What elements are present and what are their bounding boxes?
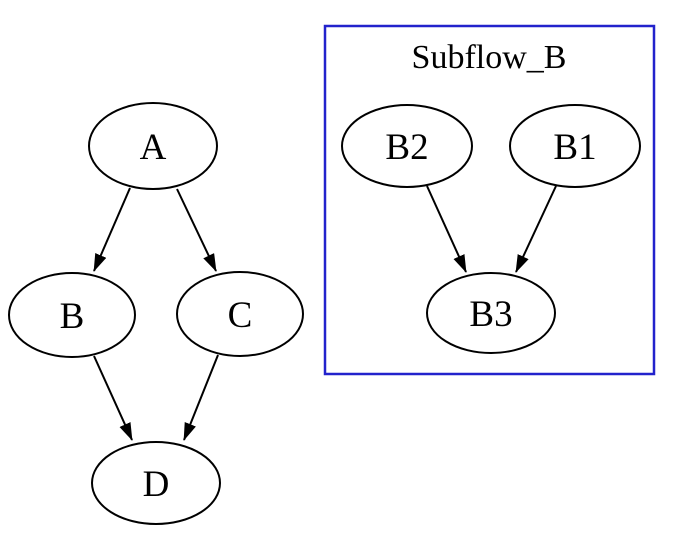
node-B1-label: B1 bbox=[553, 127, 596, 168]
node-B1: B1 bbox=[509, 104, 641, 188]
node-D-label: D bbox=[143, 464, 170, 505]
node-B3-ellipse bbox=[426, 272, 556, 354]
edge-B2-to-B3 bbox=[426, 185, 467, 273]
node-A-label: A bbox=[140, 127, 167, 168]
node-C-ellipse bbox=[176, 271, 304, 357]
node-C-label: C bbox=[228, 295, 253, 336]
node-B1-ellipse bbox=[509, 104, 641, 188]
edge-B-to-D bbox=[93, 355, 133, 441]
edge-C-to-D bbox=[183, 354, 219, 441]
cluster-subflow-b-label: Subflow_B bbox=[412, 39, 567, 76]
edge-B1-to-B3 bbox=[515, 185, 557, 273]
node-B2: B2 bbox=[341, 104, 473, 188]
node-B-label: B bbox=[60, 296, 85, 337]
node-C: C bbox=[176, 271, 304, 357]
node-B3: B3 bbox=[426, 272, 556, 354]
node-A: A bbox=[88, 102, 218, 190]
node-D-ellipse bbox=[91, 441, 221, 525]
node-D: D bbox=[91, 441, 221, 525]
node-B2-label: B2 bbox=[385, 127, 428, 168]
node-A-ellipse bbox=[88, 102, 218, 190]
node-B: B bbox=[8, 272, 136, 358]
node-B2-ellipse bbox=[341, 104, 473, 188]
cluster-subflow-b-border bbox=[323, 24, 656, 376]
node-B-ellipse bbox=[8, 272, 136, 358]
node-B3-label: B3 bbox=[469, 294, 512, 335]
edge-A-to-B bbox=[93, 187, 131, 272]
edge-A-to-C bbox=[176, 188, 217, 272]
